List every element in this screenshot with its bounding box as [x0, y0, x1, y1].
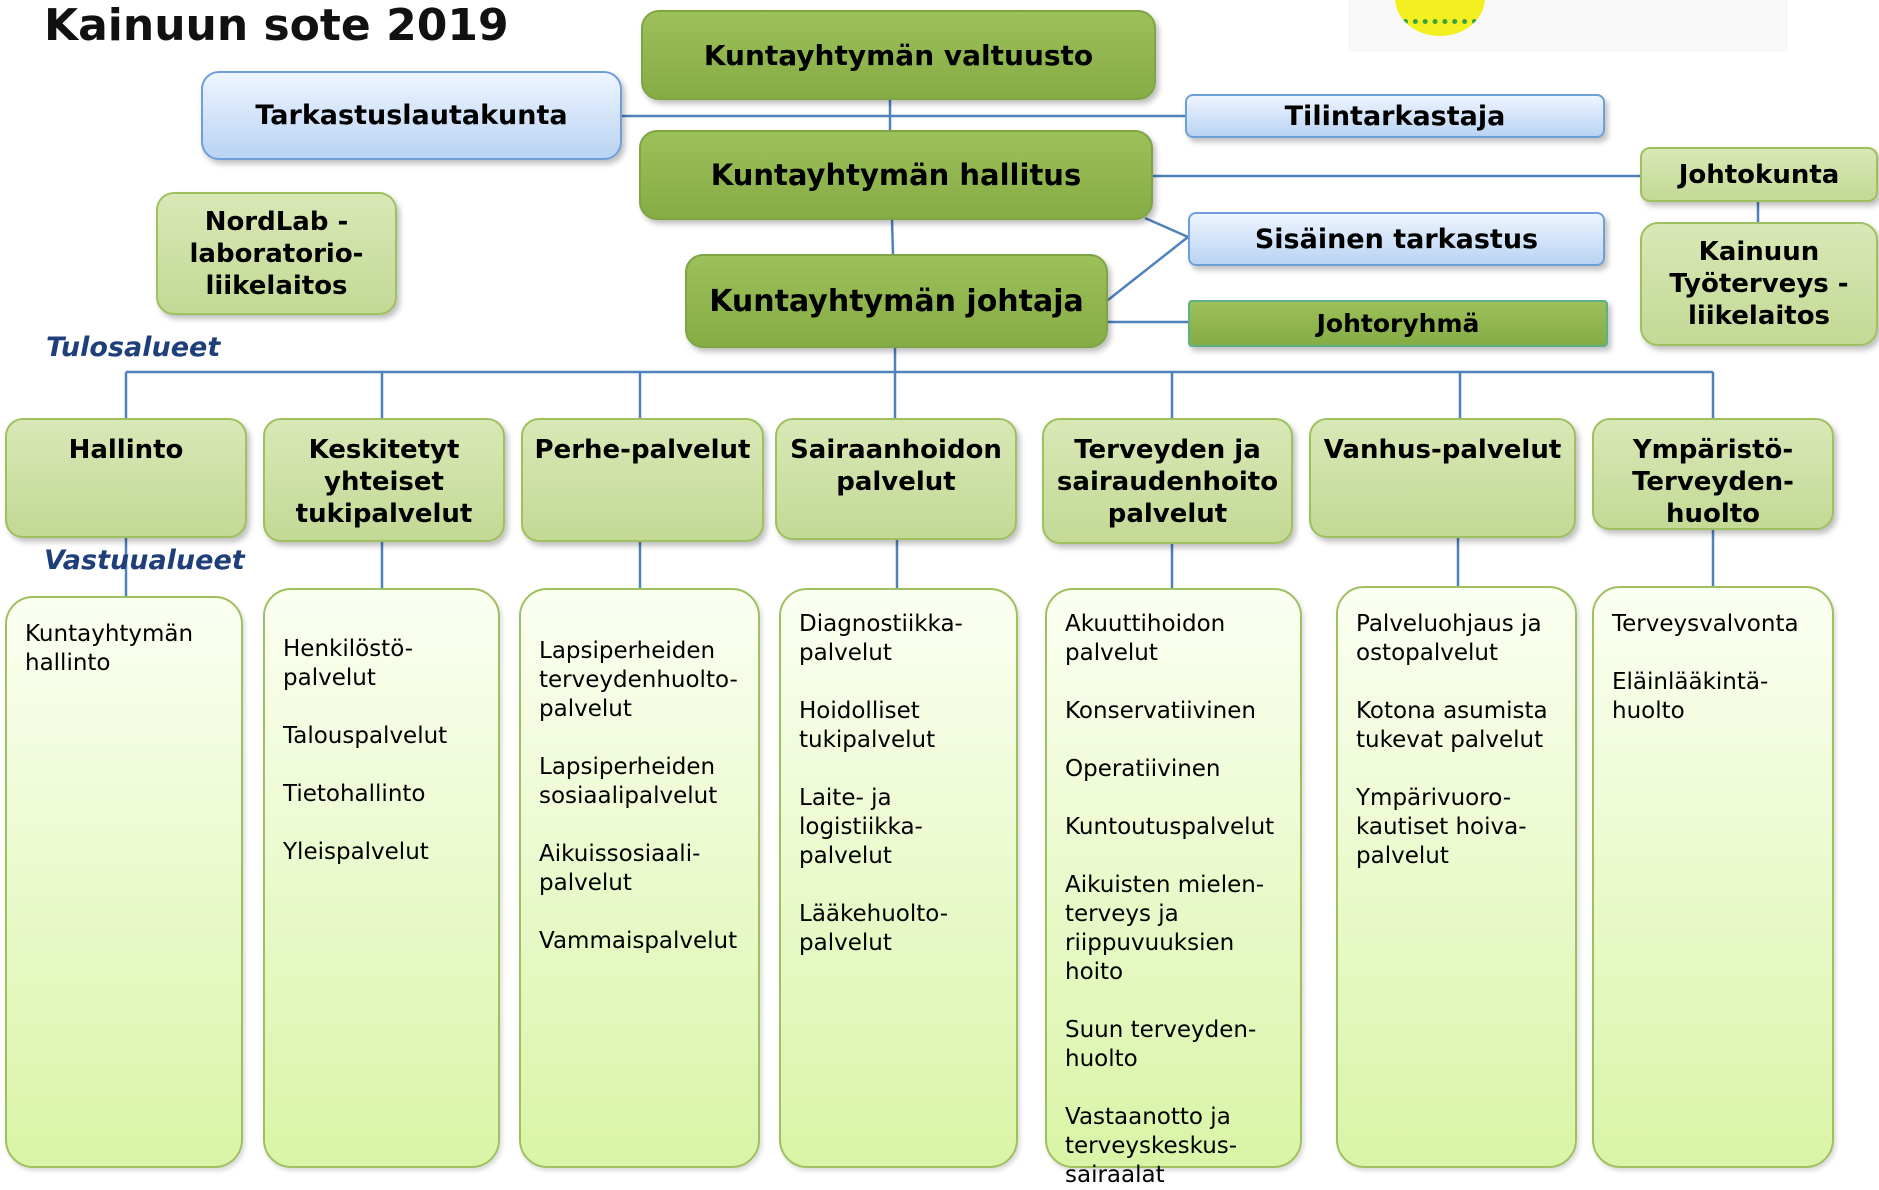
list-item: Aikuisten mielen-terveys ja riippuvuuksi… [1065, 872, 1265, 985]
list-item: Palveluohjaus ja ostopalvelut [1356, 611, 1542, 666]
tilintarkastaja-box: Tilintarkastaja [1185, 94, 1605, 138]
johtoryhma-box: Johtoryhmä [1188, 300, 1608, 347]
list-item: Tietohallinto [283, 781, 426, 807]
list-item: Kuntayhtymän hallinto [25, 621, 194, 676]
list-item: Ympärivuoro-kautiset hoiva-palvelut [1356, 785, 1527, 869]
list-item: Vammaispalvelut [539, 928, 738, 954]
list-item: Eläinlääkintä-huolto [1612, 669, 1769, 724]
tarkastuslautakunta-box: Tarkastuslautakunta [201, 71, 622, 160]
resp-keskitetyt: Henkilöstö-palvelut Talouspalvelut Tieto… [263, 588, 500, 1168]
resp-ymparistoterveydenhuolto: Terveysvalvonta Eläinlääkintä-huolto [1592, 586, 1834, 1168]
list-item: Terveysvalvonta [1612, 611, 1799, 637]
resp-sairaanhoito: Diagnostiikka-palvelut Hoidolliset tukip… [779, 588, 1018, 1168]
johtokunta-box: Johtokunta [1640, 147, 1878, 202]
unit-hallinto: Hallinto [5, 418, 247, 538]
resp-perhepalvelut: Lapsiperheiden terveydenhuolto-palvelut … [519, 588, 760, 1168]
hallitus-box: Kuntayhtymän hallitus [639, 130, 1153, 220]
valtuusto-box: Kuntayhtymän valtuusto [641, 10, 1156, 100]
tulosalueet-label: Tulosalueet [46, 332, 221, 363]
johtaja-box: Kuntayhtymän johtaja [685, 254, 1108, 348]
vastuualueet-label: Vastuualueet [44, 545, 245, 576]
unit-keskitetyt-tukipalvelut: Keskitetyt yhteiset tukipalvelut [263, 418, 505, 542]
list-item: Henkilöstö-palvelut [283, 636, 413, 691]
list-item: Kuntoutuspalvelut [1065, 814, 1275, 840]
sisainen-tarkastus-box: Sisäinen tarkastus [1188, 212, 1605, 266]
list-item: Talouspalvelut [283, 723, 448, 749]
resp-terveyden-sairaudenhoito: Akuuttihoidon palvelut Konservatiivinen … [1045, 588, 1302, 1188]
list-item: Yleispalvelut [283, 839, 429, 865]
list-item: Suun terveyden-huolto [1065, 1017, 1257, 1072]
unit-perhepalvelut: Perhe-palvelut [521, 418, 764, 542]
list-item: Operatiivinen [1065, 756, 1221, 782]
unit-sairaanhoidon-palvelut: Sairaanhoidon palvelut [775, 418, 1017, 540]
list-item: Aikuissosiaali-palvelut [539, 841, 701, 896]
page-title: Kainuun sote 2019 [44, 0, 509, 51]
nordlab-box: NordLab -laboratorio-liikelaitos [156, 192, 397, 315]
list-item: Lapsiperheiden terveydenhuolto-palvelut [539, 638, 738, 722]
resp-hallinto: Kuntayhtymän hallinto [5, 596, 243, 1168]
list-item: Akuuttihoidon palvelut [1065, 611, 1226, 666]
list-item: Lääkehuolto-palvelut [799, 901, 949, 956]
list-item: Konservatiivinen [1065, 698, 1256, 724]
unit-vanhuspalvelut: Vanhus-palvelut [1309, 418, 1576, 538]
list-item: Kotona asumista tukevat palvelut [1356, 698, 1548, 753]
unit-ymparistoterveydenhuolto: Ympäristö-Terveyden-huolto [1592, 418, 1834, 530]
tyoterveys-box: Kainuun Työterveys - liikelaitos [1640, 222, 1878, 346]
resp-vanhuspalvelut: Palveluohjaus ja ostopalvelut Kotona asu… [1336, 586, 1577, 1168]
list-item: Vastaanotto ja terveyskeskus-sairaalat [1065, 1104, 1238, 1188]
unit-terveyden-sairaudenhoito: Terveyden ja sairaudenhoito palvelut [1042, 418, 1293, 544]
list-item: Hoidolliset tukipalvelut [799, 698, 936, 753]
list-item: Laite- ja logistiikka-palvelut [799, 785, 923, 869]
list-item: Diagnostiikka-palvelut [799, 611, 963, 666]
list-item: Lapsiperheiden sosiaalipalvelut [539, 754, 718, 809]
